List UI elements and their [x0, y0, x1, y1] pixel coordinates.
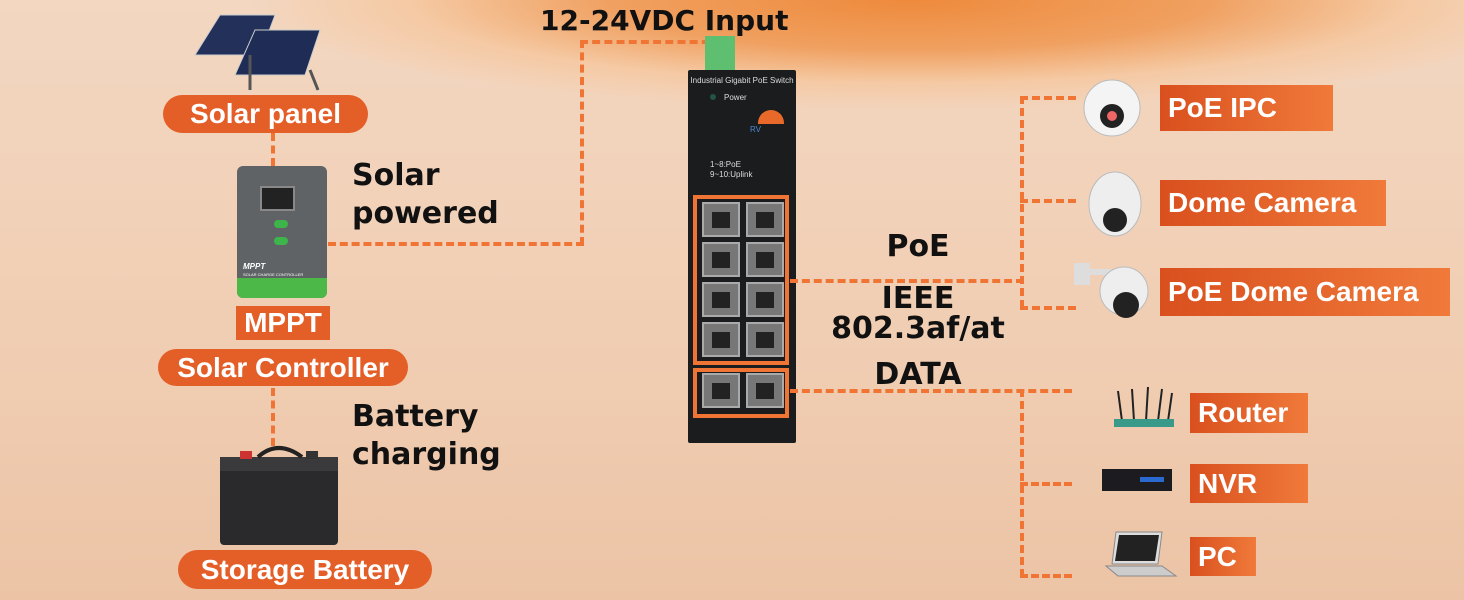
- connector-line: [328, 242, 584, 246]
- switch-title: Industrial Gigabit PoE Switch: [690, 76, 794, 85]
- ethernet-port: [702, 373, 740, 408]
- power-text: Power: [724, 93, 747, 102]
- power-connector: [705, 36, 735, 72]
- ethernet-port: [746, 373, 784, 408]
- standard-text: 802.3af/at: [831, 311, 1005, 346]
- ethernet-port: [746, 242, 784, 277]
- ieee-text: IEEE: [881, 281, 955, 316]
- ethernet-port: [746, 202, 784, 237]
- connector-line: [580, 40, 584, 245]
- pc-laptop-icon: [1104, 531, 1178, 577]
- ethernet-port: [746, 322, 784, 357]
- ethernet-port: [746, 282, 784, 317]
- nvr-label: NVR: [1190, 464, 1308, 503]
- data-line: [790, 389, 1072, 393]
- data-text: DATA: [874, 357, 962, 392]
- logo-text: RV: [750, 125, 761, 134]
- poe-switch: Industrial Gigabit PoE Switch Power RV 1…: [688, 70, 796, 443]
- solar-controller-label: Solar Controller: [158, 349, 408, 386]
- poe-ports-highlight: [693, 195, 789, 365]
- controller-brand-text: MPPT: [243, 262, 266, 271]
- controller-sub-text: SOLAR CHARGE CONTROLLER: [243, 272, 304, 277]
- ethernet-port: [702, 242, 740, 277]
- dome-camera-icon: [1088, 171, 1142, 237]
- battery-icon: [220, 446, 338, 545]
- solar-controller-image: MPPT SOLAR CHARGE CONTROLLER: [237, 166, 327, 298]
- poe-line: [1020, 306, 1076, 310]
- solar-panel-icon: [194, 14, 321, 91]
- ptz-dome-camera-icon: [1074, 263, 1149, 318]
- ethernet-port: [702, 202, 740, 237]
- ipc-camera-icon: [1083, 79, 1141, 137]
- ethernet-port: [702, 282, 740, 317]
- power-led-icon: [710, 94, 716, 100]
- pc-label: PC: [1190, 537, 1256, 576]
- input-label: 12-24VDC Input: [540, 4, 789, 37]
- connector-line: [580, 40, 722, 44]
- dome-camera-label: Dome Camera: [1160, 180, 1386, 226]
- ports-note: 1~8:PoE: [710, 160, 741, 169]
- poe-line: [1020, 96, 1076, 100]
- mppt-label: MPPT: [236, 306, 330, 340]
- storage-battery-label: Storage Battery: [178, 550, 432, 589]
- uplink-ports-highlight: [693, 368, 789, 418]
- nvr-icon: [1102, 469, 1172, 491]
- data-line: [1020, 482, 1072, 486]
- router-icon: [1114, 386, 1174, 427]
- poe-line: [1020, 199, 1076, 203]
- poe-ipc-label: PoE IPC: [1160, 85, 1333, 131]
- logo-sun-icon: [758, 110, 784, 124]
- ports-note: 9~10:Uplink: [710, 170, 753, 179]
- router-label: Router: [1190, 393, 1308, 433]
- ethernet-port: [702, 322, 740, 357]
- poe-text: PoE: [886, 229, 950, 264]
- data-line: [1020, 574, 1072, 578]
- connector-line: [271, 133, 275, 166]
- connector-line: [271, 388, 275, 446]
- solar-panel-label: Solar panel: [163, 95, 368, 133]
- poe-dome-camera-label: PoE Dome Camera: [1160, 268, 1450, 316]
- poe-line: [790, 279, 1024, 283]
